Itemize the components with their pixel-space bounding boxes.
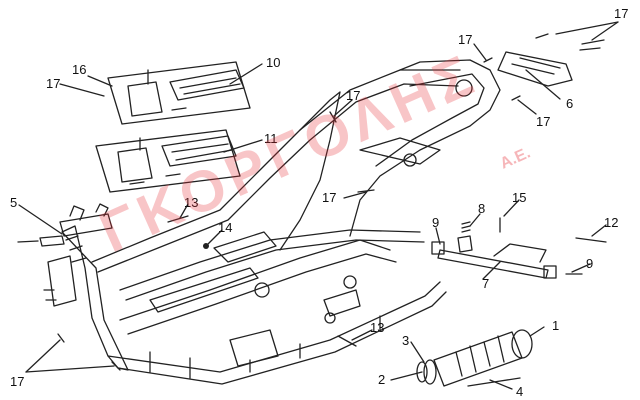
leader-lines [18, 21, 619, 390]
callout-8: 8 [478, 201, 485, 216]
callout-1: 1 [552, 318, 559, 333]
callout-13a: 13 [184, 195, 198, 210]
air-duct [416, 329, 533, 387]
callout-15: 15 [512, 190, 526, 205]
center-stand [431, 217, 607, 279]
callout-17c: 17 [614, 6, 628, 21]
callout-17a: 17 [46, 76, 60, 91]
head-tube [17, 203, 113, 307]
callout-3: 3 [402, 333, 409, 348]
callout-16: 16 [72, 62, 86, 77]
callout-13b: 13 [370, 320, 384, 335]
callout-17b: 17 [458, 32, 472, 47]
callout-12: 12 [604, 215, 618, 230]
callout-9a: 9 [432, 215, 439, 230]
callout-17f: 17 [536, 114, 550, 129]
footrest-inset-10 [107, 61, 251, 125]
callout-6: 6 [566, 96, 573, 111]
rear-bracket [497, 33, 605, 87]
callout-11: 11 [264, 131, 278, 146]
callout-14: 14 [218, 220, 232, 235]
callout-7: 7 [482, 276, 489, 291]
callout-5: 5 [10, 195, 17, 210]
callout-2: 2 [378, 372, 385, 387]
callout-4: 4 [516, 384, 523, 399]
callout-17g: 17 [10, 374, 24, 389]
callout-17d: 17 [346, 88, 360, 103]
footrest-inset-11 [95, 129, 241, 193]
main-frame [61, 59, 501, 385]
callout-17e: 17 [322, 190, 336, 205]
callout-10: 10 [266, 55, 280, 70]
loose-bolts [57, 57, 521, 371]
callout-9b: 9 [586, 256, 593, 271]
callout-labels: 1 2 3 4 5 6 7 8 9 9 10 11 12 13 13 14 15… [10, 6, 628, 399]
